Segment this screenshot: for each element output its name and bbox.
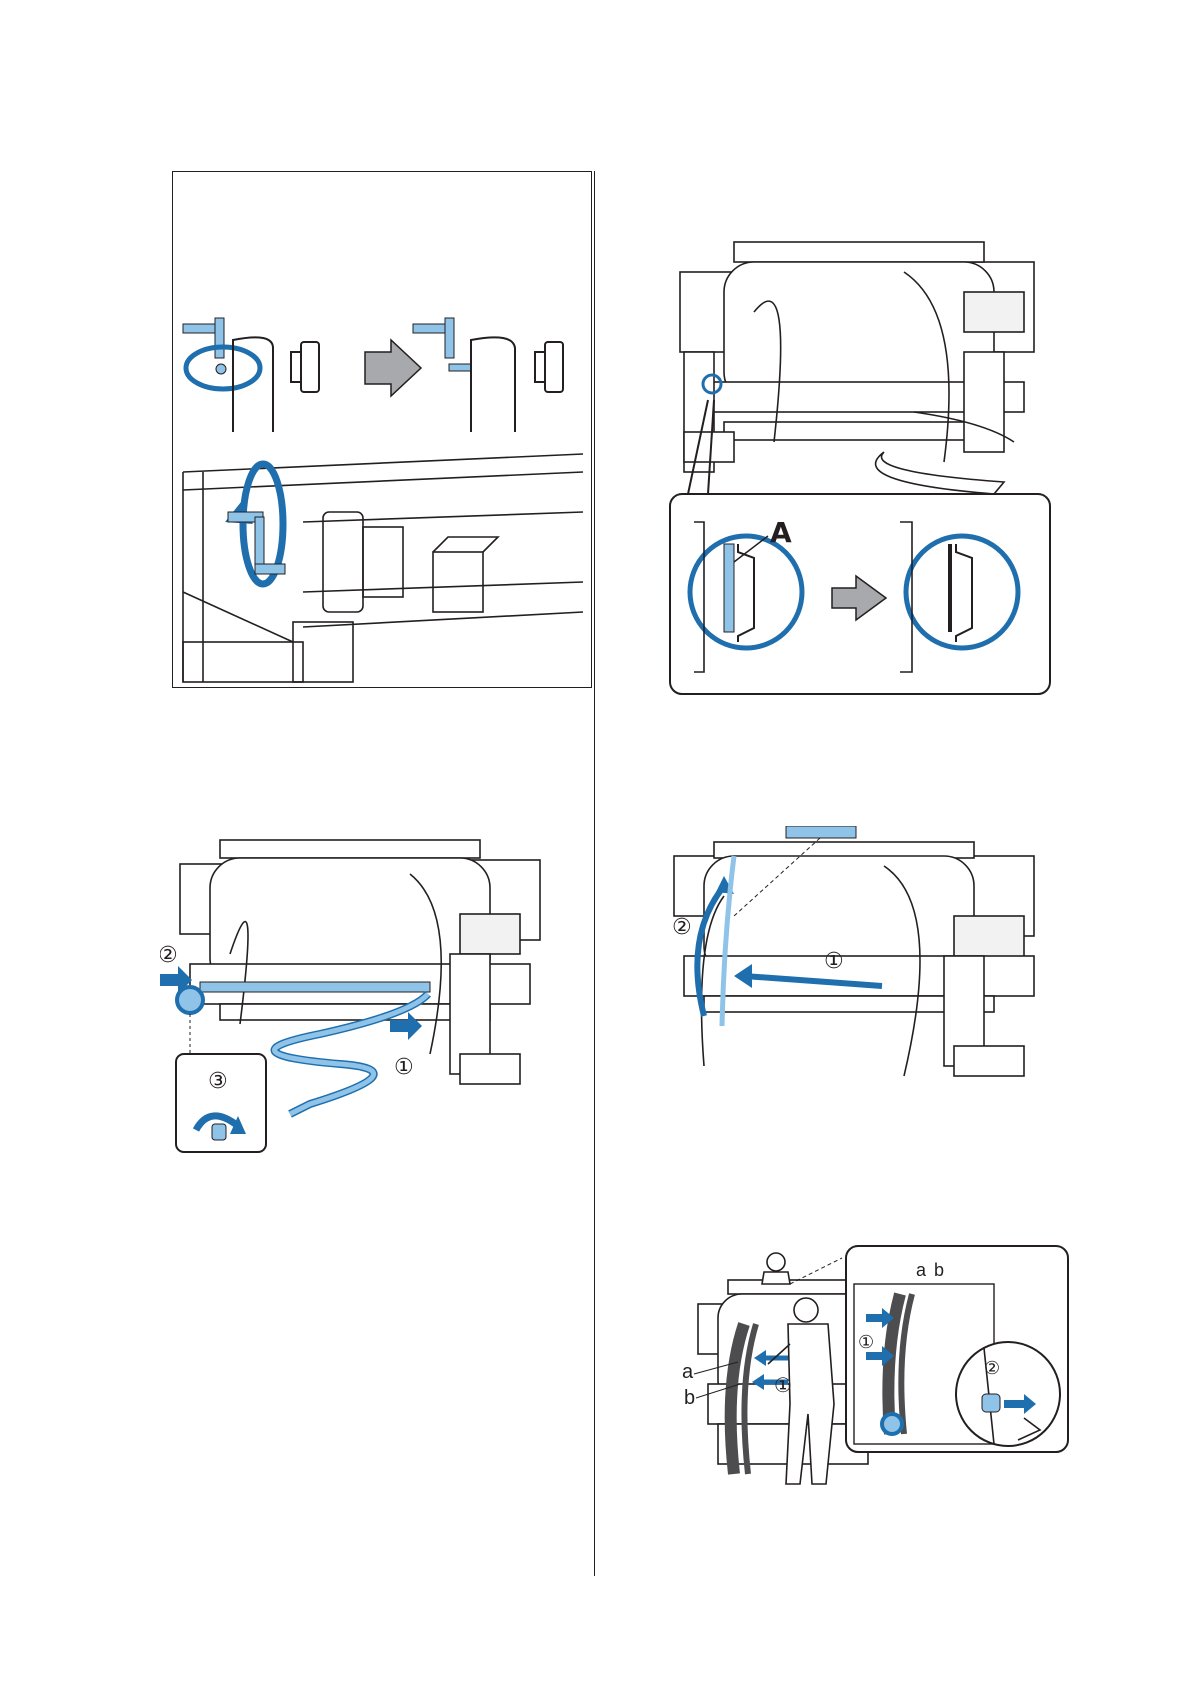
printer-illustration <box>674 842 1034 1076</box>
label-b: b <box>684 1387 695 1409</box>
inset-step-1-label: ① <box>858 1332 874 1353</box>
step-2-label: ② <box>160 943 178 968</box>
handle-inserted-icon <box>413 318 471 371</box>
figure-d-illustration: a b ① a b ① ② <box>678 1244 1072 1492</box>
inset-step-2-label: ② <box>984 1358 1000 1379</box>
inset-label-a: a <box>916 1260 927 1280</box>
figure-c: ① ② <box>664 826 1056 1116</box>
callout-a: A <box>770 516 792 549</box>
inset-panel: a b ① ② <box>846 1246 1068 1452</box>
handle-icon <box>183 318 260 389</box>
rotate-arrow-icon <box>225 464 285 584</box>
printer-illustration <box>180 840 540 1084</box>
printer-illustration <box>680 242 1034 494</box>
step-2-label: ② <box>672 915 692 940</box>
tape-icon <box>956 1342 1060 1446</box>
label-a: a <box>682 1361 694 1383</box>
step-1-label: ① <box>394 1055 414 1080</box>
bracket-drawing-right <box>471 337 563 432</box>
crank-handle-figure <box>172 171 592 688</box>
figure-b-illustration: ① ② ③ <box>160 834 590 1154</box>
figure-d: a b ① a b ① ② <box>678 1244 1072 1492</box>
figure-c-illustration: ① ② <box>664 826 1056 1116</box>
inset-label-b: b <box>934 1260 944 1280</box>
step-1-label: ① <box>824 949 844 974</box>
crank-handle-illustration <box>173 172 591 687</box>
grey-arrow-icon <box>365 340 421 396</box>
knob-inset: ③ <box>176 1014 266 1152</box>
figure-a: A <box>664 232 1056 722</box>
step-1-label: ① <box>774 1373 792 1397</box>
figure-a-illustration: A <box>664 232 1056 722</box>
roll-holder-drawing <box>183 454 583 682</box>
step-3-label: ③ <box>208 1069 228 1094</box>
figure-b: ① ② ③ <box>160 834 590 1154</box>
zoom-panel: A <box>670 494 1050 694</box>
column-divider <box>594 171 595 1576</box>
